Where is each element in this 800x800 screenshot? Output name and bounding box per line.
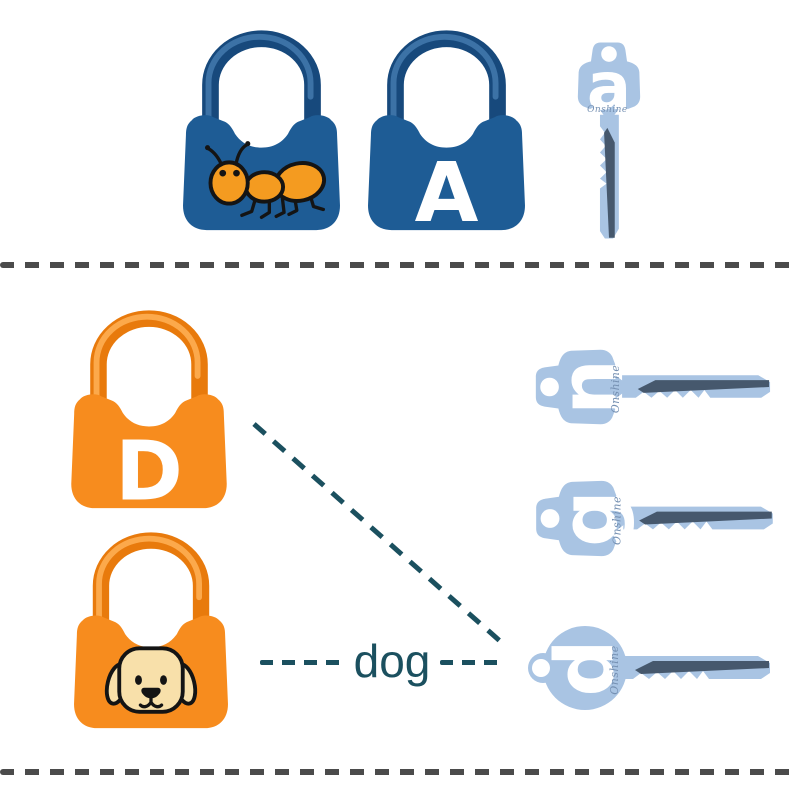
word-label-dog: dog: [353, 635, 431, 687]
lock-letter-text: A: [415, 146, 479, 241]
lock-body: [368, 115, 525, 231]
dog-icon: [104, 646, 198, 714]
key-blade-groove: [604, 127, 615, 238]
key-hole: [540, 509, 560, 528]
lock-shackle-highlight: [390, 33, 499, 131]
dog-eye: [160, 675, 167, 685]
key-letter-text: n: [543, 359, 634, 415]
key-letter-text: a: [587, 49, 631, 125]
key-brand-text: Onshine: [610, 496, 623, 545]
key-blade-groove: [639, 511, 772, 525]
lock-shackle-highlight: [96, 535, 202, 631]
match-line-lockD-to-keyd: [252, 422, 502, 643]
key-head: [535, 349, 624, 425]
lock-ant: [183, 30, 340, 231]
key-head: [577, 42, 641, 116]
lock-letter-text: D: [115, 424, 183, 519]
key-brand-text: Onshine: [609, 365, 622, 413]
section-divider-bottom: [0, 769, 800, 775]
dog-eye: [135, 675, 142, 685]
lock-dog: [74, 532, 228, 729]
key-head: [536, 480, 625, 557]
key-letter-text: d: [539, 639, 632, 696]
key-hole: [532, 659, 550, 677]
lock-letter-A: A: [368, 30, 525, 241]
key-blade-groove: [637, 380, 770, 393]
word-dash-left: [260, 660, 346, 665]
key-letter-g: g Onshine: [536, 480, 773, 557]
key-letter-a: a Onshine: [568, 36, 650, 241]
key-letter-d: d Onshine: [528, 626, 770, 710]
ant-eye: [233, 169, 240, 177]
key-letter-n: n Onshine: [535, 349, 771, 425]
lock-letter-D: D: [71, 310, 227, 519]
key-brand-text: Onshine: [587, 105, 627, 115]
key-brand-text: Onshine: [608, 645, 621, 694]
key-hole: [540, 377, 559, 397]
section-divider-top: [0, 262, 800, 268]
ant-icon: [204, 141, 327, 219]
lock-body: [71, 394, 227, 509]
lock-shackle-highlight: [93, 313, 201, 410]
lock-shackle-highlight: [205, 33, 314, 131]
key-letter-text: g: [543, 490, 636, 547]
dog-nose: [141, 687, 161, 699]
key-blade-groove: [635, 661, 769, 674]
key-hole: [601, 46, 617, 62]
word-dash-right: [440, 660, 503, 665]
ant-eye: [219, 169, 227, 177]
